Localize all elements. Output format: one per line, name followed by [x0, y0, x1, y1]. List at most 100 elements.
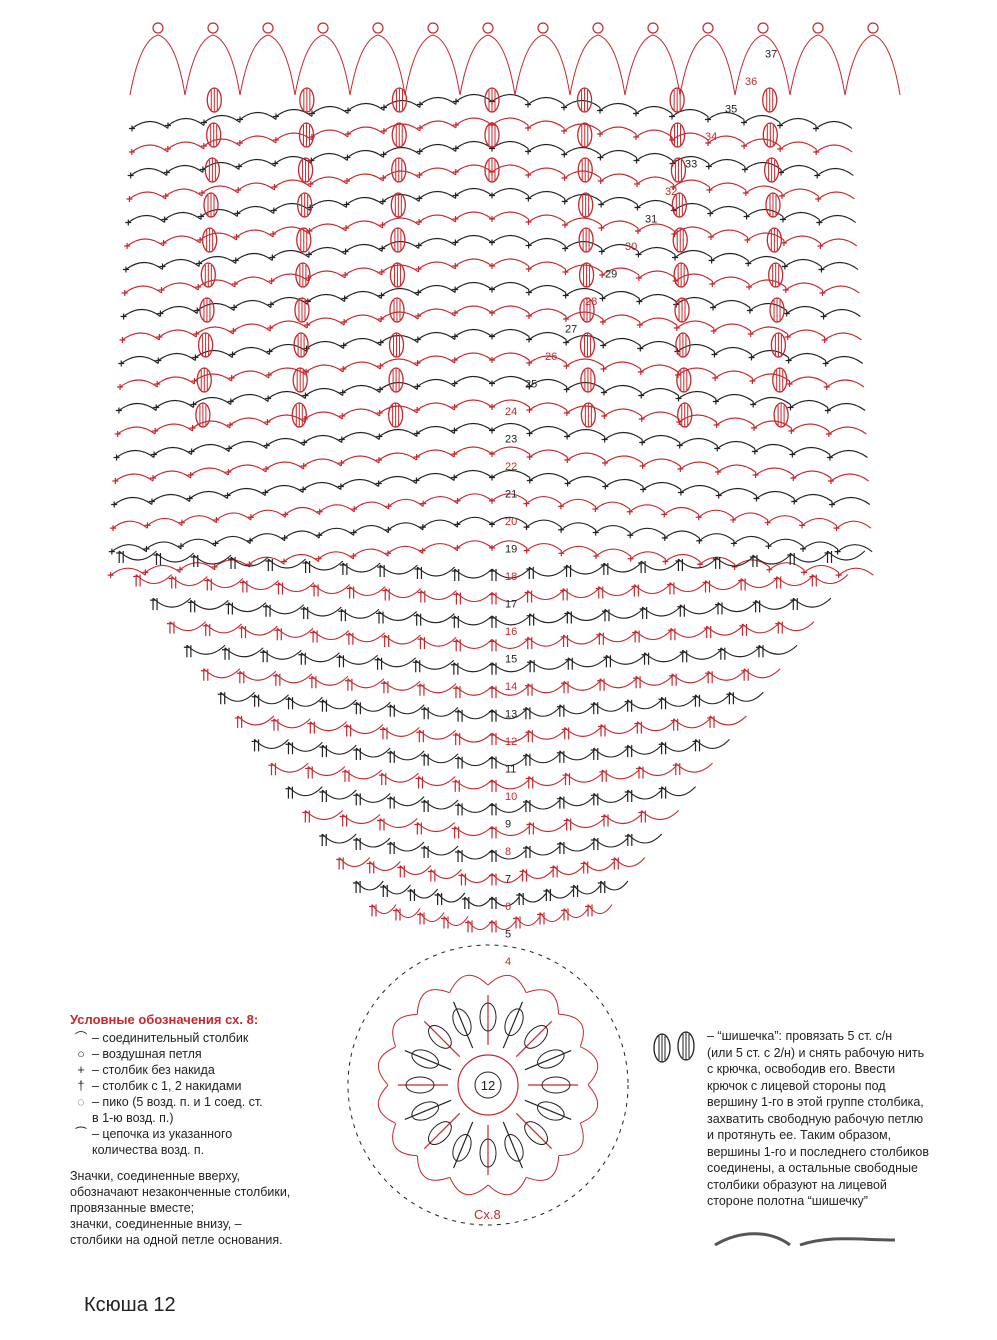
- chain-arc: [423, 753, 459, 764]
- chain-arc: [135, 574, 173, 585]
- double-crochet-mark: [374, 657, 383, 670]
- chain-arc: [318, 551, 354, 560]
- double-crochet-mark: [225, 602, 233, 615]
- chain-arc: [583, 861, 615, 872]
- single-crochet-mark: [195, 284, 202, 290]
- chain-arc: [491, 187, 529, 196]
- chain-arc: [787, 329, 825, 338]
- chain-arc: [309, 721, 348, 732]
- chain-arc: [709, 715, 747, 726]
- chain-arc: [705, 580, 742, 591]
- chain-arc: [111, 544, 147, 553]
- single-crochet-mark: [129, 125, 135, 132]
- double-crochet-mark: [265, 559, 273, 571]
- chain-arc: [678, 558, 717, 569]
- double-crochet-mark: [705, 671, 713, 684]
- double-crochet-mark: [263, 604, 271, 617]
- chain-arc: [122, 332, 160, 341]
- single-crochet-mark: [635, 251, 642, 258]
- chain-arc: [698, 509, 734, 518]
- single-crochet-mark: [201, 119, 207, 126]
- chain-arc: [288, 696, 323, 707]
- chain-arc: [276, 627, 314, 638]
- cone-stitch-lines: [298, 298, 306, 322]
- chain-arc: [189, 490, 228, 499]
- single-crochet-mark: [708, 257, 715, 264]
- chain-arc: [559, 841, 595, 852]
- chain-arc: [783, 235, 821, 244]
- cone-stitch-lines: [769, 193, 777, 217]
- row-number-label: 36: [745, 76, 757, 88]
- double-crochet-mark: [561, 681, 569, 694]
- picot: [592, 22, 604, 34]
- chain-arc: [190, 599, 229, 610]
- chain-arc: [491, 328, 530, 337]
- medallion-petal: [411, 1049, 439, 1069]
- chain-arc: [563, 634, 600, 645]
- single-crochet-mark: [416, 195, 423, 202]
- medallion-spoke: [404, 1050, 452, 1071]
- chain-arc: [663, 506, 700, 515]
- double-crochet-mark: [458, 873, 467, 886]
- chain-arc: [123, 308, 161, 317]
- double-crochet-mark: [516, 893, 524, 905]
- chain-arc: [454, 328, 493, 337]
- single-crochet-mark: [525, 219, 532, 225]
- single-crochet-mark: [823, 384, 830, 390]
- chain-arc: [454, 305, 493, 314]
- chain-arc: [379, 564, 418, 575]
- double-crochet-mark: [451, 569, 460, 581]
- chain-arc: [389, 750, 425, 761]
- chain-arc: [679, 604, 719, 615]
- cone-stitch-lines: [301, 193, 309, 217]
- double-crochet-mark: [275, 582, 284, 595]
- chain-arc: [419, 683, 457, 694]
- single-crochet-mark: [662, 558, 669, 565]
- double-crochet-mark: [353, 838, 361, 850]
- chain-arc: [233, 299, 272, 308]
- chain-arc: [318, 527, 355, 536]
- single-crochet-mark: [489, 216, 495, 222]
- single-crochet-mark: [301, 439, 308, 446]
- single-crochet-mark: [415, 289, 422, 296]
- cone-note-line: крючок с лицевой стороны под: [707, 1078, 886, 1093]
- single-crochet-mark: [696, 537, 703, 544]
- chain-arc: [457, 709, 493, 720]
- double-crochet-mark: [561, 727, 570, 740]
- single-crochet-mark: [673, 325, 680, 331]
- chain-arc: [491, 117, 529, 126]
- single-crochet-mark: [414, 383, 421, 390]
- single-crochet-mark: [677, 466, 684, 472]
- double-crochet-mark: [624, 699, 633, 712]
- chain-arc: [673, 718, 711, 729]
- stitch-row: [125, 187, 857, 226]
- chain-arc: [600, 724, 638, 735]
- stitch-row: [251, 739, 730, 769]
- chain-arc: [603, 384, 642, 393]
- chain-arc: [779, 117, 817, 126]
- chain-arc: [752, 373, 790, 382]
- double-crochet-mark: [378, 773, 387, 786]
- chain-arc: [355, 837, 391, 848]
- single-crochet-mark: [161, 216, 168, 223]
- single-crochet-mark: [526, 407, 533, 413]
- footer-title: Ксюша 12: [84, 1294, 176, 1316]
- chain-arc: [167, 117, 205, 126]
- single-crochet-mark: [198, 190, 205, 196]
- chain-arc: [678, 414, 717, 423]
- double-crochet-mark: [202, 623, 211, 636]
- chain-arc: [720, 647, 760, 658]
- chain-arc: [422, 496, 458, 505]
- double-crochet-mark: [380, 885, 388, 897]
- chain-arc: [454, 352, 493, 361]
- chain-arc: [169, 621, 207, 632]
- chain-arc: [156, 376, 195, 385]
- chain-arc: [815, 120, 853, 129]
- single-crochet-mark: [635, 275, 642, 281]
- legend-item-text: – столбик без накида: [92, 1063, 215, 1077]
- chain-arc: [381, 287, 419, 296]
- medallion-petal: [479, 1002, 497, 1032]
- single-crochet-mark: [827, 478, 834, 484]
- single-crochet-mark: [247, 537, 254, 544]
- chain-arc: [340, 608, 380, 619]
